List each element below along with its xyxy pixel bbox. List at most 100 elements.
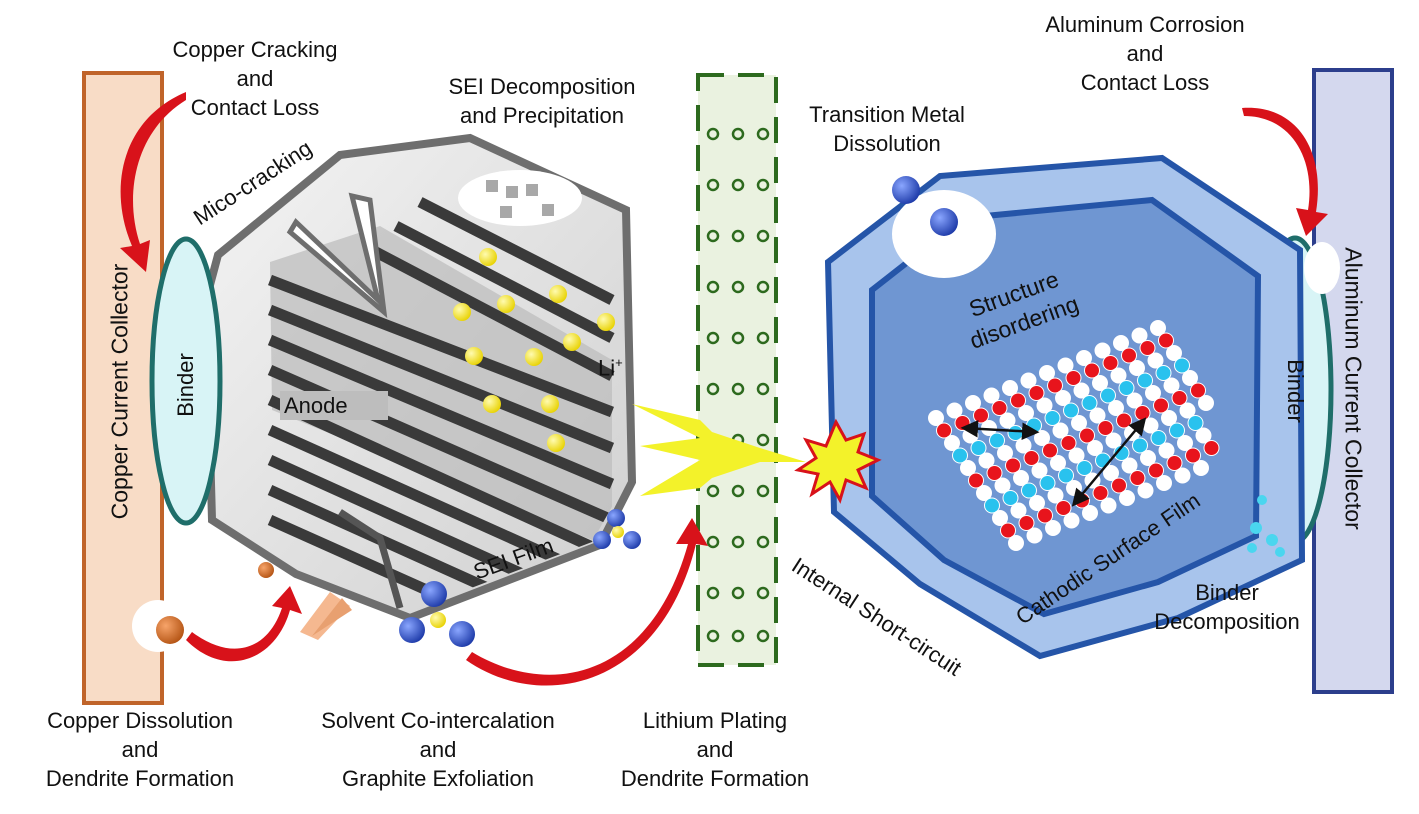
lattice-atom [1163,377,1180,394]
sei-precipitate [458,170,582,226]
lattice-atom [1131,327,1148,344]
lattice-atom [1100,387,1116,404]
disorder-arrow-2 [1071,417,1147,507]
li-ions [453,248,615,452]
lattice-atom [1129,360,1145,376]
lattice-atom [1084,362,1100,379]
lattice-atom [983,387,1000,404]
lattice-atom [1039,475,1056,491]
label-binder-left: Binder [173,353,198,417]
lattice-atom [1100,497,1117,514]
lattice-atom [1139,340,1156,356]
lattice-atom [1050,455,1066,471]
short-circuit-burst [794,418,882,504]
lattice-atom [1148,462,1164,479]
lattice-atom [936,422,952,439]
lattice-atom [1158,332,1174,349]
lattice-atom [1137,482,1154,499]
lattice-atom [1171,390,1188,406]
arrow-copper-cracking [120,92,186,272]
lattice-atom [968,472,984,489]
lattice-atom [1063,402,1079,419]
lattice-atom [1169,422,1185,439]
lattice-atom [1177,435,1193,451]
lattice-atom [1037,507,1053,524]
lattice-atom [1055,390,1071,406]
lattice-atom [1108,400,1124,416]
lattice-atom [1010,392,1026,409]
lattice-atom [1063,512,1080,529]
copper-particle-small [258,562,274,578]
lattice-atom [1153,397,1169,414]
label-binder-right: Binder [1283,359,1308,423]
label-transition-metal: Transition Metal Dissolution [809,102,965,156]
lattice-atom [952,447,968,464]
lattice-atom [1182,370,1198,386]
lattice-atom [928,410,944,426]
lattice-atom [1102,355,1119,371]
lattice-atom [1147,352,1164,369]
lattice-atom [965,395,981,411]
lattice-atom [1055,500,1072,516]
lattice-atom [1119,490,1135,506]
lattice-atom [1010,502,1027,519]
lattice-atom [1166,455,1183,471]
label-li-ion: Li+ [598,355,623,381]
lattice-atom [986,465,1003,481]
lattice-atom [1092,375,1108,391]
lattice-atom [976,485,992,501]
label-aluminum-corrosion: Aluminum Corrosion and Contact Loss [1045,12,1245,95]
lattice-atom [1023,450,1040,466]
lattice-atom [1031,462,1048,479]
lattice-atom [1065,370,1082,386]
lattice-atom [1137,372,1153,389]
lattice-atom [1029,495,1045,511]
lattice-atom [1203,440,1220,456]
label-aluminum-collector: Aluminum Current Collector [1340,247,1367,530]
lattice-atom [1198,395,1214,411]
lattice-atom [1150,320,1166,336]
lattice-atom [1000,522,1016,539]
lattice-atom [1028,385,1045,401]
label-copper-cracking: Copper Cracking and Contact Loss [172,37,338,120]
lattice-atom [1047,487,1064,504]
lattice-atom [946,402,963,419]
lattice-atom [1161,410,1177,426]
label-binder-decomposition: Binder Decomposition [1154,580,1300,634]
lattice-atom [1073,382,1090,399]
lithium-dendrite [632,404,806,496]
label-solvent-cointercalation: Solvent Co-intercalation and Graphite Ex… [321,708,555,791]
lattice-atom [1110,367,1127,384]
lattice-atom [1052,422,1069,439]
lattice-atom [1039,365,1055,381]
lattice-atom [1190,382,1206,399]
label-copper-dissolution: Copper Dissolution and Dendrite Formatio… [45,708,235,791]
lattice-atom [992,510,1008,526]
micro-crack [286,192,388,319]
lattice-atom [1081,395,1098,411]
lattice-atom [1020,372,1037,389]
lattice-atom [1021,482,1037,499]
lattice-atom [1005,457,1021,474]
arrow-copper-dissolution [186,586,302,662]
lattice-atom [997,445,1013,461]
lattice-atom [1002,490,1019,506]
lattice-atom [984,497,1000,514]
lattice-atom [1045,520,1061,536]
lattice-atom [1193,460,1209,476]
lattice-atom [1094,342,1111,359]
label-anode: Anode [280,391,388,420]
lattice-atom [1057,357,1074,374]
lattice-atom [1082,505,1098,521]
label-lithium-plating: Lithium Plating and Dendrite Formation [620,708,810,791]
lattice-atom [960,460,976,476]
lattice-atom [1026,527,1043,544]
lattice-atom [1047,377,1063,394]
lattice-atom [1118,380,1135,396]
lattice-atom [1002,380,1018,396]
graphite-layers [267,197,615,602]
lattice-atom [1008,535,1024,551]
binder-decomposition-particles [1247,495,1285,557]
label-sei-decomposition: SEI Decomposition and Precipitation [448,74,636,128]
